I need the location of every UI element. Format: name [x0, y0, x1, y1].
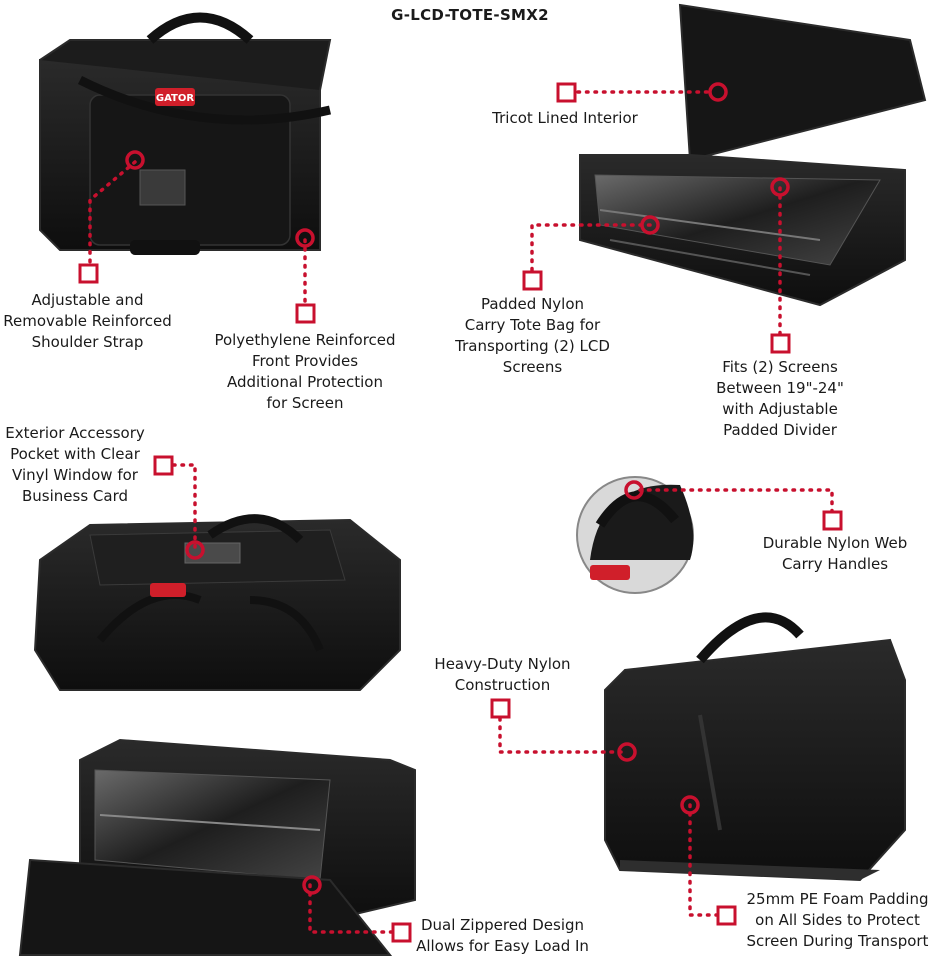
label-tricot: Tricot Lined Interior [492, 109, 638, 127]
bag-top-view [33, 514, 401, 691]
callout-circles [125, 82, 790, 895]
label-shoulder-strap: Adjustable and Removable Reinforced Shou… [3, 291, 172, 351]
bag-open-flap-view [18, 738, 416, 956]
bag-open-lid-view [579, 3, 927, 307]
label-padded-nylon: Padded Nylon Carry Tote Bag for Transpor… [455, 295, 610, 376]
label-heavy-duty: Heavy-Duty Nylon Construction [434, 655, 571, 694]
callout-squares [78, 82, 843, 943]
bag-front-view [39, 12, 332, 255]
label-accessory-pocket: Exterior Accessory Pocket with Clear Vin… [5, 424, 145, 505]
label-zippered: Dual Zippered Design Allows for Easy Loa… [416, 916, 589, 955]
gator-logo-badge-2 [150, 583, 186, 597]
handle-detail-circle [576, 476, 694, 594]
label-foam: 25mm PE Foam Padding on All Sides to Pro… [746, 890, 929, 950]
bag-side-view [604, 612, 906, 882]
label-handles: Durable Nylon Web Carry Handles [762, 534, 908, 573]
label-front-protection: Polyethylene Reinforced Front Provides A… [214, 331, 396, 412]
page-title: G-LCD-TOTE-SMX2 [391, 6, 549, 24]
callout-lines [88, 90, 834, 934]
label-fits-screens: Fits (2) Screens Between 19"-24" with Ad… [716, 358, 844, 439]
gator-logo-badge [155, 88, 195, 106]
gator-logo-text: GATOR [156, 93, 194, 104]
